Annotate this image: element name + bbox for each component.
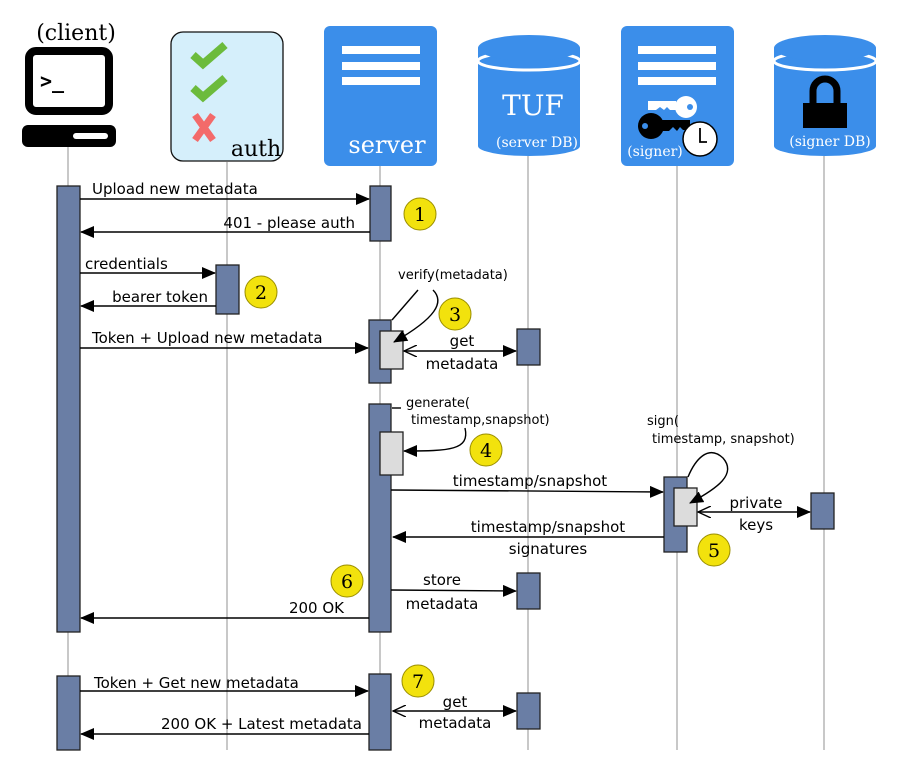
database-icon [772, 35, 878, 156]
terminal-icon: >_ [22, 47, 116, 147]
signer-db-activation [810, 492, 835, 530]
document-lines-icon [638, 46, 716, 85]
svg-text:store: store [423, 571, 461, 589]
sign-self-call-box [673, 487, 698, 527]
note-verify-metadata: verify(metadata) [391, 268, 508, 343]
svg-text:1: 1 [414, 204, 426, 226]
tuf-label: TUF [502, 89, 564, 122]
server-db-participant: TUF (server DB) [476, 35, 582, 156]
server-db-activation [516, 692, 541, 730]
svg-text:Token + Upload new metadata: Token + Upload new metadata [91, 329, 323, 347]
client-activation [56, 675, 81, 751]
auth-activation [215, 264, 240, 315]
svg-text:verify(metadata): verify(metadata) [398, 268, 508, 283]
svg-text:metadata: metadata [419, 714, 492, 732]
auth-label: auth [231, 137, 281, 162]
message-credentials: credentials [80, 255, 216, 279]
message-timestamp-snapshot: timestamp/snapshot [390, 472, 664, 498]
server-db-label: (server DB) [496, 135, 578, 151]
message-upload-new-metadata: Upload new metadata [80, 180, 370, 205]
svg-text:sign(: sign( [647, 414, 679, 429]
svg-text:3: 3 [449, 304, 461, 326]
step-badge-5: 5 [697, 533, 731, 567]
client-activation [56, 185, 81, 633]
verify-self-call-box [379, 330, 404, 370]
client-participant: (client) >_ [22, 21, 116, 147]
auth-participant: auth [170, 31, 284, 162]
svg-text:4: 4 [480, 440, 492, 462]
message-200-ok: 200 OK [80, 599, 369, 624]
svg-text:bearer token: bearer token [112, 288, 208, 306]
svg-text:get: get [443, 693, 468, 711]
document-lines-icon [342, 46, 420, 85]
svg-text:timestamp/snapshot: timestamp/snapshot [471, 518, 625, 536]
message-timestamp-snapshot-signatures: timestamp/snapshot signatures [392, 518, 664, 558]
cross-icon [192, 112, 216, 143]
step-badge-2: 2 [244, 275, 278, 309]
signer-participant: (signer) [621, 26, 734, 166]
svg-text:Token + Get new metadata: Token + Get new metadata [93, 674, 299, 692]
svg-text:metadata: metadata [406, 595, 479, 613]
server-participant: server [324, 26, 437, 166]
svg-text:keys: keys [739, 516, 773, 534]
server-activation [369, 185, 392, 242]
svg-text:credentials: credentials [85, 255, 168, 273]
message-200-ok-latest-metadata: 200 OK + Latest metadata [80, 715, 369, 740]
message-401-please-auth: 401 - please auth [80, 214, 370, 238]
message-get-metadata-2: get metadata [393, 693, 516, 732]
note-sign: sign( timestamp, snapshot) [647, 414, 795, 504]
server-label: server [348, 131, 426, 159]
step-badge-7: 7 [401, 664, 435, 698]
check-icon [190, 74, 228, 103]
signer-db-label: (signer DB) [789, 134, 871, 150]
svg-text:2: 2 [255, 282, 267, 304]
svg-text:private: private [729, 494, 782, 512]
message-token-upload: Token + Upload new metadata [80, 329, 369, 354]
svg-text:timestamp, snapshot): timestamp, snapshot) [652, 432, 795, 447]
clock-icon [682, 121, 718, 157]
server-box [324, 26, 437, 166]
step-badge-4: 4 [469, 433, 503, 467]
message-bearer-token: bearer token [80, 288, 216, 312]
svg-text:200 OK: 200 OK [289, 599, 345, 617]
step-badge-6: 6 [330, 564, 364, 598]
svg-text:timestamp/snapshot: timestamp/snapshot [453, 472, 607, 490]
svg-text:generate(: generate( [406, 396, 470, 411]
message-get-metadata: get metadata [404, 332, 516, 373]
svg-text:Upload new metadata: Upload new metadata [92, 180, 258, 198]
message-private-keys: private keys [698, 494, 810, 534]
server-db-activation [516, 572, 541, 610]
svg-text:5: 5 [708, 540, 720, 562]
svg-text:get: get [450, 332, 475, 350]
svg-text:6: 6 [341, 571, 353, 593]
check-icon [190, 41, 228, 70]
terminal-prompt: >_ [40, 69, 65, 93]
message-token-get-new-metadata: Token + Get new metadata [80, 674, 369, 697]
message-store-metadata: store metadata [390, 571, 517, 613]
server-db-activation [516, 328, 541, 366]
key-icon [648, 96, 697, 118]
svg-text:signatures: signatures [509, 540, 588, 558]
note-generate: generate( timestamp,snapshot) [392, 396, 550, 457]
server-activation [368, 673, 392, 751]
svg-text:200 OK + Latest metadata: 200 OK + Latest metadata [161, 715, 362, 733]
generate-self-call-box [379, 431, 404, 476]
key-icon [638, 113, 690, 139]
signer-db-participant: (signer DB) [772, 35, 878, 156]
svg-text:7: 7 [412, 671, 424, 693]
lock-icon [803, 75, 847, 128]
client-label: (client) [36, 21, 116, 46]
database-icon [476, 35, 582, 156]
step-badge-1: 1 [403, 197, 437, 231]
signer-label: (signer) [627, 144, 683, 160]
svg-text:401 - please auth: 401 - please auth [223, 214, 355, 232]
svg-text:metadata: metadata [426, 355, 499, 373]
step-badge-3: 3 [438, 297, 472, 331]
svg-text:timestamp,snapshot): timestamp,snapshot) [411, 413, 550, 428]
